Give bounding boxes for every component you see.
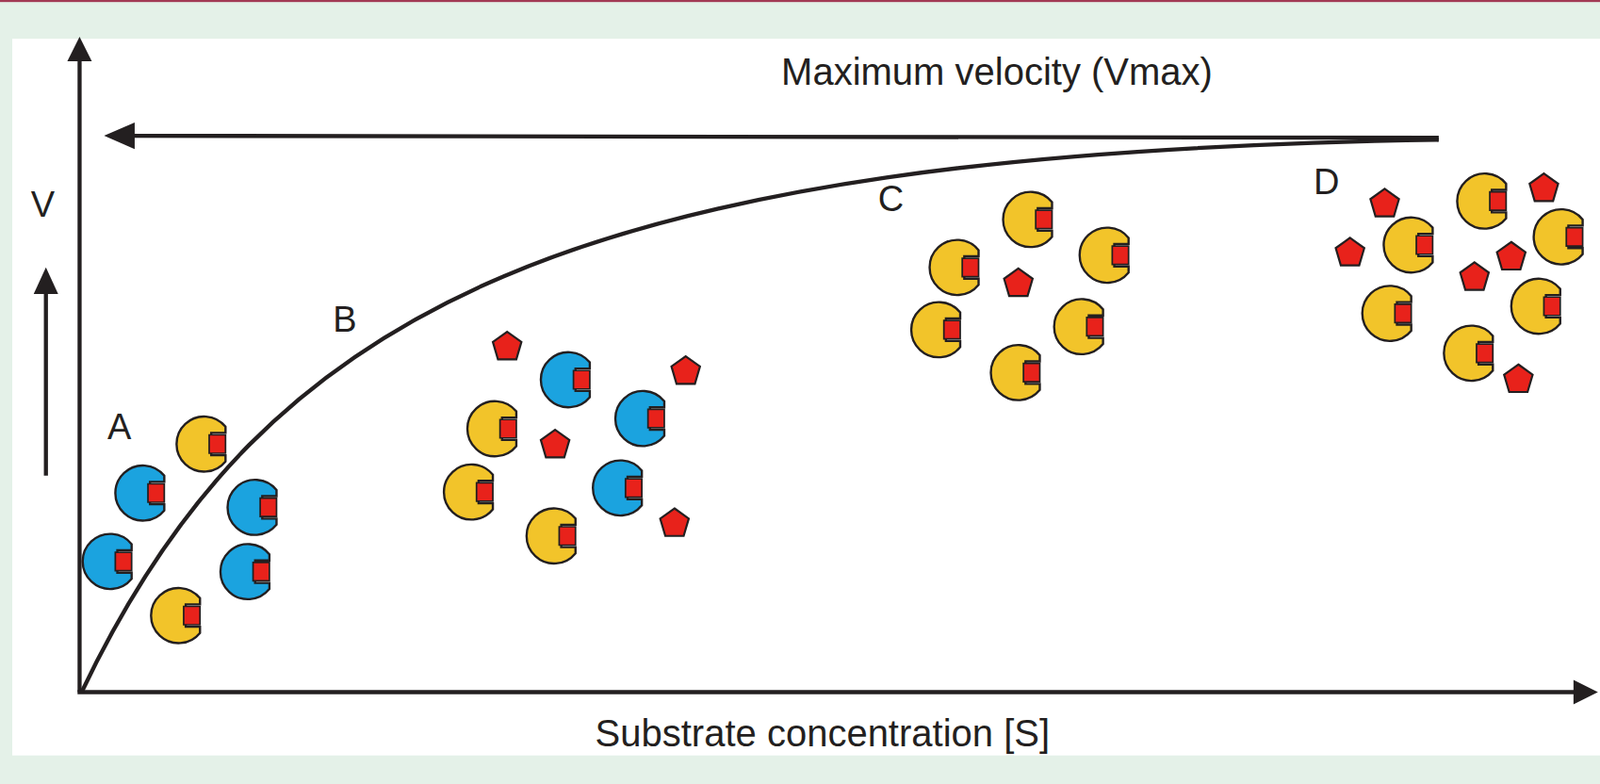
free-substrate	[540, 429, 570, 458]
bound-substrate	[114, 552, 131, 572]
enzyme-yellow	[176, 416, 226, 473]
point-label: C	[878, 180, 904, 217]
axes	[77, 52, 1580, 692]
enzyme-blue	[540, 352, 590, 409]
bound-substrate	[573, 370, 590, 390]
top-rule	[0, 0, 1600, 2]
bound-substrate	[147, 484, 164, 504]
free-substrate	[1503, 364, 1533, 392]
saturation-curve	[81, 139, 1439, 692]
point-label: B	[332, 301, 357, 338]
bound-substrate	[500, 419, 517, 439]
enzyme-yellow	[1383, 217, 1433, 274]
enzyme-yellow	[1511, 278, 1561, 335]
vmax-label: Maximum velocity (Vmax)	[781, 52, 1213, 91]
bound-substrate	[183, 606, 200, 626]
bound-substrate	[1566, 228, 1583, 247]
free-substrate	[1336, 237, 1365, 265]
bound-substrate	[1543, 296, 1560, 316]
bound-substrate	[962, 258, 979, 278]
enzyme-yellow	[1443, 326, 1493, 382]
enzyme-yellow	[150, 587, 200, 644]
bound-substrate	[1111, 245, 1128, 265]
bound-substrate	[1394, 304, 1411, 324]
vmax-arrowhead	[103, 122, 134, 149]
free-substrate	[1497, 242, 1526, 270]
point-label: A	[107, 408, 131, 445]
enzyme-yellow	[1456, 173, 1506, 229]
bound-substrate	[1489, 192, 1506, 212]
bound-substrate	[1416, 235, 1433, 255]
free-substrate	[1460, 261, 1489, 290]
enzyme-yellow	[467, 401, 517, 458]
enzyme-yellow	[911, 302, 961, 359]
axis-label: V	[31, 186, 55, 223]
bound-substrate	[1086, 317, 1103, 337]
enzyme-yellow	[1003, 192, 1053, 247]
bound-substrate	[1023, 363, 1040, 383]
bound-substrate	[1476, 343, 1493, 363]
point-label: D	[1313, 163, 1339, 200]
enzyme-yellow	[1362, 285, 1412, 342]
enzyme-yellow	[443, 464, 493, 521]
bound-substrate	[209, 435, 226, 455]
bound-substrate	[558, 526, 575, 546]
enzyme-yellow	[1079, 228, 1129, 284]
free-substrate	[1529, 173, 1558, 201]
bound-substrate	[253, 562, 270, 582]
free-substrate	[660, 508, 689, 537]
x-axis-head	[1573, 680, 1599, 705]
enzyme-blue	[220, 543, 270, 600]
vmax-arrow	[124, 135, 1439, 138]
enzyme-blue	[615, 391, 665, 447]
bound-substrate	[648, 408, 665, 428]
free-substrate	[492, 331, 522, 360]
v-up-arrowhead	[33, 267, 59, 294]
free-substrate	[1004, 268, 1033, 296]
plot-area	[12, 38, 1600, 756]
enzyme-blue	[228, 479, 278, 536]
enzyme-blue	[82, 534, 132, 590]
enzyme-yellow	[1534, 209, 1584, 265]
bound-substrate	[625, 478, 642, 497]
free-substrate	[1370, 188, 1399, 216]
enzyme-yellow	[526, 508, 576, 565]
enzyme-yellow	[930, 240, 980, 296]
free-substrate	[671, 356, 701, 384]
enzyme-blue	[114, 465, 164, 522]
bound-substrate	[260, 498, 277, 518]
y-axis-head	[66, 36, 92, 62]
bound-substrate	[1035, 210, 1052, 229]
v-up-arrow	[44, 290, 49, 476]
enzyme-yellow	[991, 344, 1041, 401]
enzyme-yellow	[1054, 298, 1104, 355]
bound-substrate	[476, 482, 493, 502]
enzyme-substrate-illustration	[82, 173, 1584, 643]
axis-label: Substrate concentration [S]	[595, 714, 1051, 752]
bound-substrate	[944, 320, 961, 340]
enzyme-blue	[592, 460, 642, 516]
